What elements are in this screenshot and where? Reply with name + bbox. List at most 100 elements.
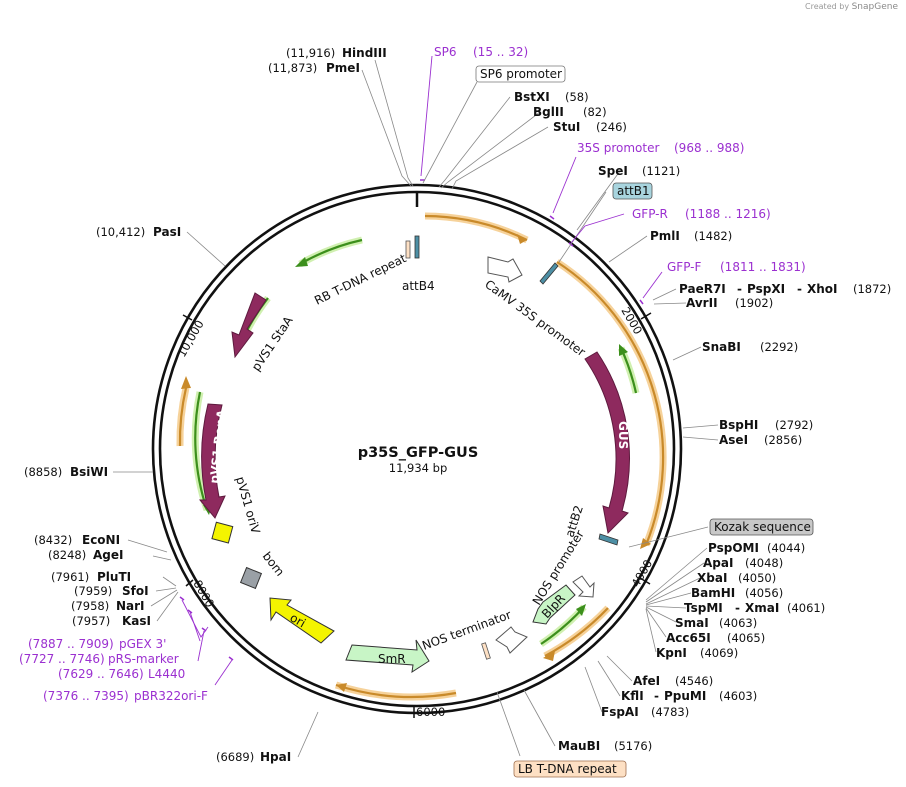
tick-label-10000: 10,000 (174, 318, 206, 360)
enzyme-name-snabi: SnaBI (702, 340, 741, 354)
blpr-glyph (532, 584, 576, 625)
enzyme-num-bstxi: (58) (565, 90, 589, 104)
smr-glyph (345, 639, 430, 674)
enzyme-name-bsiwi: BsiWI (70, 465, 108, 479)
primer-range-gfpf: (1811 .. 1831) (720, 260, 806, 274)
rb-tdna-marker (405, 240, 411, 259)
primer-name-sp6: SP6 (434, 45, 457, 59)
enzyme-num-afei: (4546) (675, 674, 713, 688)
enzyme-name-xhoi: XhoI (807, 282, 838, 296)
enzyme-name-tspmi: TspMI (684, 601, 723, 615)
tick-label-8000: 8000 (190, 578, 217, 610)
ori-label: ori (288, 610, 309, 630)
primer-mark-35s (549, 215, 555, 220)
rb-tdna-label: RB T-DNA repeat (312, 251, 409, 308)
enzyme-num-avrii: (1902) (735, 296, 773, 310)
attb1-box (612, 182, 653, 200)
enzyme-num-bamhi: (4056) (745, 586, 783, 600)
enzyme-name-spei: SpeI (598, 164, 628, 178)
enzyme-name-bsphi: BspHI (719, 418, 758, 432)
tick-2000 (640, 312, 652, 320)
camv-35s-label: CaMV 35S promoter (482, 277, 588, 359)
pvs1-staa-label: pVS1 StaA (249, 313, 296, 374)
plasmid-size: 11,934 bp (389, 461, 448, 475)
enzyme-num-pspomi: (4044) (767, 541, 805, 555)
enzyme-name-apai: ApaI (703, 556, 733, 570)
enzyme-num-pmli: (1482) (694, 229, 732, 243)
nos-terminator-label: NOS terminator (420, 608, 513, 653)
attb2-marker (598, 533, 619, 546)
green-arcs (191, 236, 640, 647)
enzyme-name-bstxi: BstXI (514, 90, 550, 104)
enzyme-num-smai: (4063) (719, 616, 757, 630)
enzyme-num-agei: (8248) (48, 548, 86, 562)
enzyme-name-hindiii: HindIII (342, 46, 387, 60)
bom-label: bom (260, 549, 287, 579)
attb1-label: attB1 (617, 184, 650, 198)
lb-tdna-label: LB T-DNA repeat (518, 762, 617, 776)
enzyme-name-stui: StuI (553, 120, 580, 134)
gus-glyph (584, 351, 630, 535)
nos-promoter-glyph (572, 575, 595, 598)
orange-arcs (176, 212, 667, 701)
enzyme-name-nari: NarI (116, 599, 145, 613)
ori-glyph (269, 597, 335, 644)
leader-lines (113, 59, 719, 758)
primer-range-gfpr: (1188 .. 1216) (685, 207, 771, 221)
tick-8000 (185, 579, 194, 587)
pvs1-staa-glyph (231, 292, 267, 359)
primer-range-pbr: (7376 .. 7395) (43, 689, 129, 703)
enzyme-labels: (11,916) HindIII (11,873) PmeI BstXI (58… (24, 46, 891, 764)
enzyme-num-nari: (7958) (71, 599, 109, 613)
credit-brand: SnapGene (851, 2, 898, 12)
enzyme-name-xbai: XbaI (697, 571, 727, 585)
enzyme-name-maubi: MauBI (558, 739, 600, 753)
feature-glyphs (179, 179, 644, 674)
lb-tdna-box (513, 760, 627, 778)
camv-promoter-glyph (487, 256, 523, 283)
enzyme-num-pasi: (10,412) (96, 225, 145, 239)
enzyme-name-econi: EcoNI (82, 533, 120, 547)
primer-mark-pgex (179, 596, 185, 601)
kozak-box (709, 518, 814, 536)
primer-range-pgex: (7887 .. 7909) (28, 637, 114, 651)
enzyme-num-apai: (4048) (745, 556, 783, 570)
primer-name-pgex: pGEX 3' (119, 637, 166, 651)
attb4-marker (414, 235, 420, 259)
enzyme-sep-pspxi: - (797, 282, 802, 296)
primer-name-l4440: L4440 (148, 667, 185, 681)
enzyme-name-pasi: PasI (153, 225, 181, 239)
enzyme-num-ppumi: (4603) (719, 689, 757, 703)
nos-terminator-glyph (495, 626, 528, 654)
enzyme-num-maubi: (5176) (614, 739, 652, 753)
enzyme-name-kpni: KpnI (656, 646, 687, 660)
gus-label: GUS (616, 421, 630, 449)
enzyme-name-paer7i: PaeR7I (679, 282, 726, 296)
enzyme-name-asei: AseI (719, 433, 748, 447)
enzyme-name-avrii: AvrII (686, 296, 718, 310)
enzyme-num-xhoi: (1872) (853, 282, 891, 296)
primer-name-35s: 35S promoter (577, 141, 659, 155)
enzyme-num-bsiwi: (8858) (24, 465, 62, 479)
primer-range-35s: (968 .. 988) (674, 141, 744, 155)
enzyme-name-acc65i: Acc65I (666, 631, 711, 645)
sp6-promoter-box (475, 65, 566, 83)
primer-range-l4440: (7629 .. 7646) (58, 667, 144, 681)
lb-tdna-marker (481, 642, 491, 660)
enzyme-num-stui: (246) (596, 120, 627, 134)
enzyme-name-fspai: FspAI (601, 705, 639, 719)
primer-mark-gfpf (639, 299, 644, 305)
attb1-marker (539, 262, 559, 285)
enzyme-name-smai: SmaI (675, 616, 709, 630)
enzyme-num-bglii: (82) (583, 105, 607, 119)
primer-mark-pbr (228, 656, 234, 661)
enzyme-name-hpai: HpaI (260, 750, 291, 764)
enzyme-name-bamhi: BamHI (691, 586, 735, 600)
primer-mark-prs (187, 609, 193, 614)
enzyme-name-ppumi: PpuMI (664, 689, 706, 703)
enzyme-name-kasi: KasI (122, 614, 151, 628)
enzyme-num-fspai: (4783) (651, 705, 689, 719)
enzyme-num-bsphi: (2792) (775, 418, 813, 432)
enzyme-name-kfli: KflI (621, 689, 644, 703)
